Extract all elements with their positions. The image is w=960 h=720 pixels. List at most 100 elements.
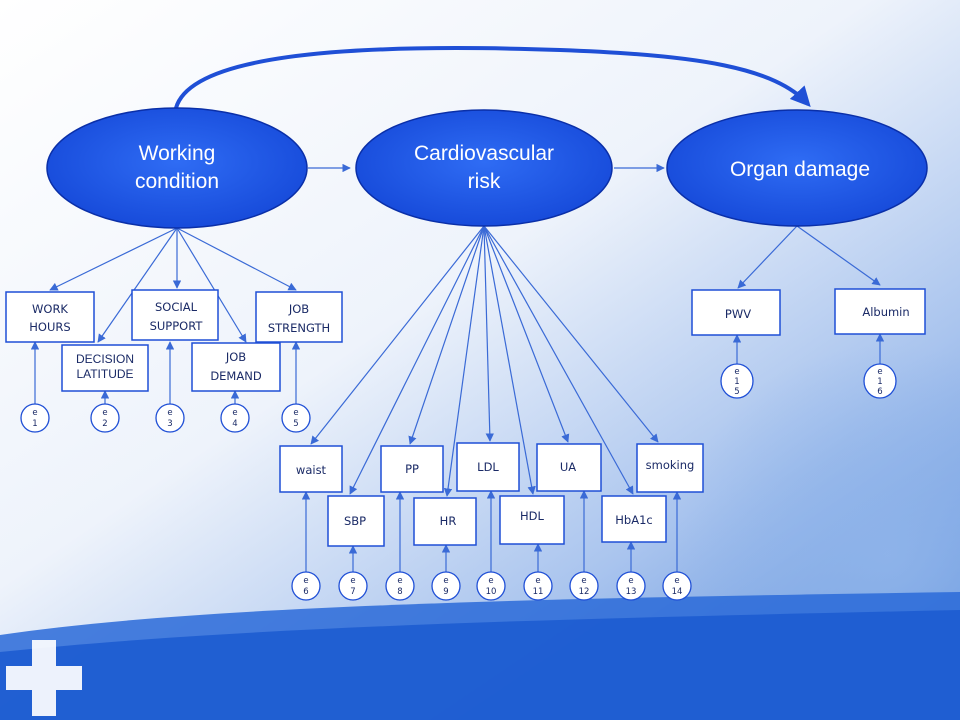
error-e16: e 1 6: [863, 363, 897, 399]
error-e1: e 1: [20, 403, 50, 433]
e4-number: 4: [232, 419, 237, 429]
e7-number: 7: [350, 587, 355, 597]
e11-number: 11: [533, 587, 544, 597]
error-e2: e 2: [90, 403, 120, 433]
error-e5: e 5: [281, 403, 311, 433]
error-e4: e 4: [220, 403, 250, 433]
ldl-label: LDL: [477, 460, 499, 474]
error-e15: e 1 5: [720, 363, 754, 399]
e10-number: 10: [486, 587, 497, 597]
job-demand-line1: JOB: [225, 350, 246, 364]
waist-label: waist: [296, 463, 327, 477]
e12-letter: e: [581, 576, 586, 586]
work-hours-line1: WORK: [32, 302, 68, 316]
indicator-albumin: Albumin: [834, 288, 926, 335]
indicator-decision-latitude: DECISION LATITUDE: [61, 344, 149, 392]
smoking-label: smoking: [646, 458, 695, 472]
pwv-label: PWV: [725, 307, 751, 321]
e6-number: 6: [303, 587, 308, 597]
error-e9: e 9: [431, 571, 461, 601]
ua-label: UA: [560, 460, 576, 474]
e5-letter: e: [293, 408, 298, 418]
e13-letter: e: [628, 576, 633, 586]
social-support-line2: SUPPORT: [150, 319, 204, 333]
indicator-pp: PP: [380, 445, 444, 493]
e4-letter: e: [232, 408, 237, 418]
e11-letter: e: [535, 576, 540, 586]
organ-loadings: [737, 225, 881, 289]
indicator-job-strength: JOB STRENGTH: [255, 291, 343, 343]
indicator-hba1c: HbA1c: [601, 495, 667, 543]
error-e8: e 8: [385, 571, 415, 601]
e9-letter: e: [443, 576, 448, 586]
error-e11: e 11: [523, 571, 553, 601]
latent-working-line2: condition: [135, 170, 219, 193]
plus-icon: [6, 640, 82, 716]
e1-letter: e: [32, 408, 37, 418]
decision-latitude-line2: LATITUDE: [76, 367, 133, 381]
bottom-band-inner: [0, 610, 960, 720]
pp-label: PP: [405, 462, 419, 476]
indicator-waist: waist: [279, 445, 343, 493]
e3-number: 3: [167, 419, 172, 429]
hba1c-label: HbA1c: [615, 513, 652, 527]
job-strength-line2: STRENGTH: [268, 321, 330, 335]
indicator-sbp: SBP: [327, 495, 385, 547]
e16-letter: e: [877, 367, 882, 377]
e8-number: 8: [397, 587, 402, 597]
social-support-line1: SOCIAL: [155, 300, 198, 314]
hr-label: HR: [440, 514, 457, 528]
error-arrows: [30, 333, 885, 572]
latent-cardio-line2: risk: [468, 170, 501, 193]
indicator-pwv: PWV: [691, 289, 781, 336]
e1-number: 1: [32, 419, 37, 429]
job-strength-line1: JOB: [288, 302, 309, 316]
indicator-ua: UA: [536, 443, 602, 492]
e14-number: 14: [672, 587, 683, 597]
e15-digit1: 1: [734, 377, 739, 387]
latent-cardiovascular-risk: Cardiovascular risk: [355, 109, 613, 227]
e15-digit2: 5: [734, 387, 739, 397]
latent-organ-line1: Organ damage: [730, 158, 870, 181]
e16-digit1: 1: [877, 377, 882, 387]
error-e6: e 6: [291, 571, 321, 601]
indicator-job-demand: JOB DEMAND: [191, 342, 281, 392]
e14-letter: e: [674, 576, 679, 586]
latent-working-line1: Working: [139, 142, 216, 165]
indicator-work-hours: WORK HOURS: [5, 291, 95, 343]
e2-letter: e: [102, 408, 107, 418]
e7-letter: e: [350, 576, 355, 586]
e12-number: 12: [579, 587, 590, 597]
sbp-label: SBP: [344, 514, 366, 528]
e5-number: 5: [293, 419, 298, 429]
error-e13: e 13: [616, 571, 646, 601]
e10-letter: e: [488, 576, 493, 586]
latent-working-condition: Working condition: [46, 107, 308, 229]
error-e7: e 7: [338, 571, 368, 601]
decision-latitude-line1: DECISION: [76, 352, 134, 366]
e6-letter: e: [303, 576, 308, 586]
e9-number: 9: [443, 587, 448, 597]
covariance-curve: [174, 46, 811, 109]
e3-letter: e: [167, 408, 172, 418]
error-e12: e 12: [569, 571, 599, 601]
indicator-hr: HR: [413, 497, 477, 546]
indicator-hdl: HDL: [499, 495, 565, 545]
indicator-ldl: LDL: [456, 442, 520, 492]
job-demand-line2: DEMAND: [210, 369, 262, 383]
indicator-social-support: SOCIAL SUPPORT: [131, 289, 219, 341]
latent-cardio-line1: Cardiovascular: [414, 142, 554, 165]
e16-digit2: 6: [877, 387, 882, 397]
cardio-loadings: [310, 225, 659, 497]
e13-number: 13: [626, 587, 637, 597]
albumin-label: Albumin: [862, 305, 909, 319]
error-e14: e 14: [662, 571, 692, 601]
e2-number: 2: [102, 419, 107, 429]
error-e10: e 10: [476, 571, 506, 601]
error-e3: e 3: [155, 403, 185, 433]
latent-organ-damage: Organ damage: [666, 109, 928, 227]
working-loadings: [49, 227, 297, 343]
work-hours-line2: HOURS: [29, 320, 70, 334]
indicator-smoking: smoking: [636, 443, 704, 493]
